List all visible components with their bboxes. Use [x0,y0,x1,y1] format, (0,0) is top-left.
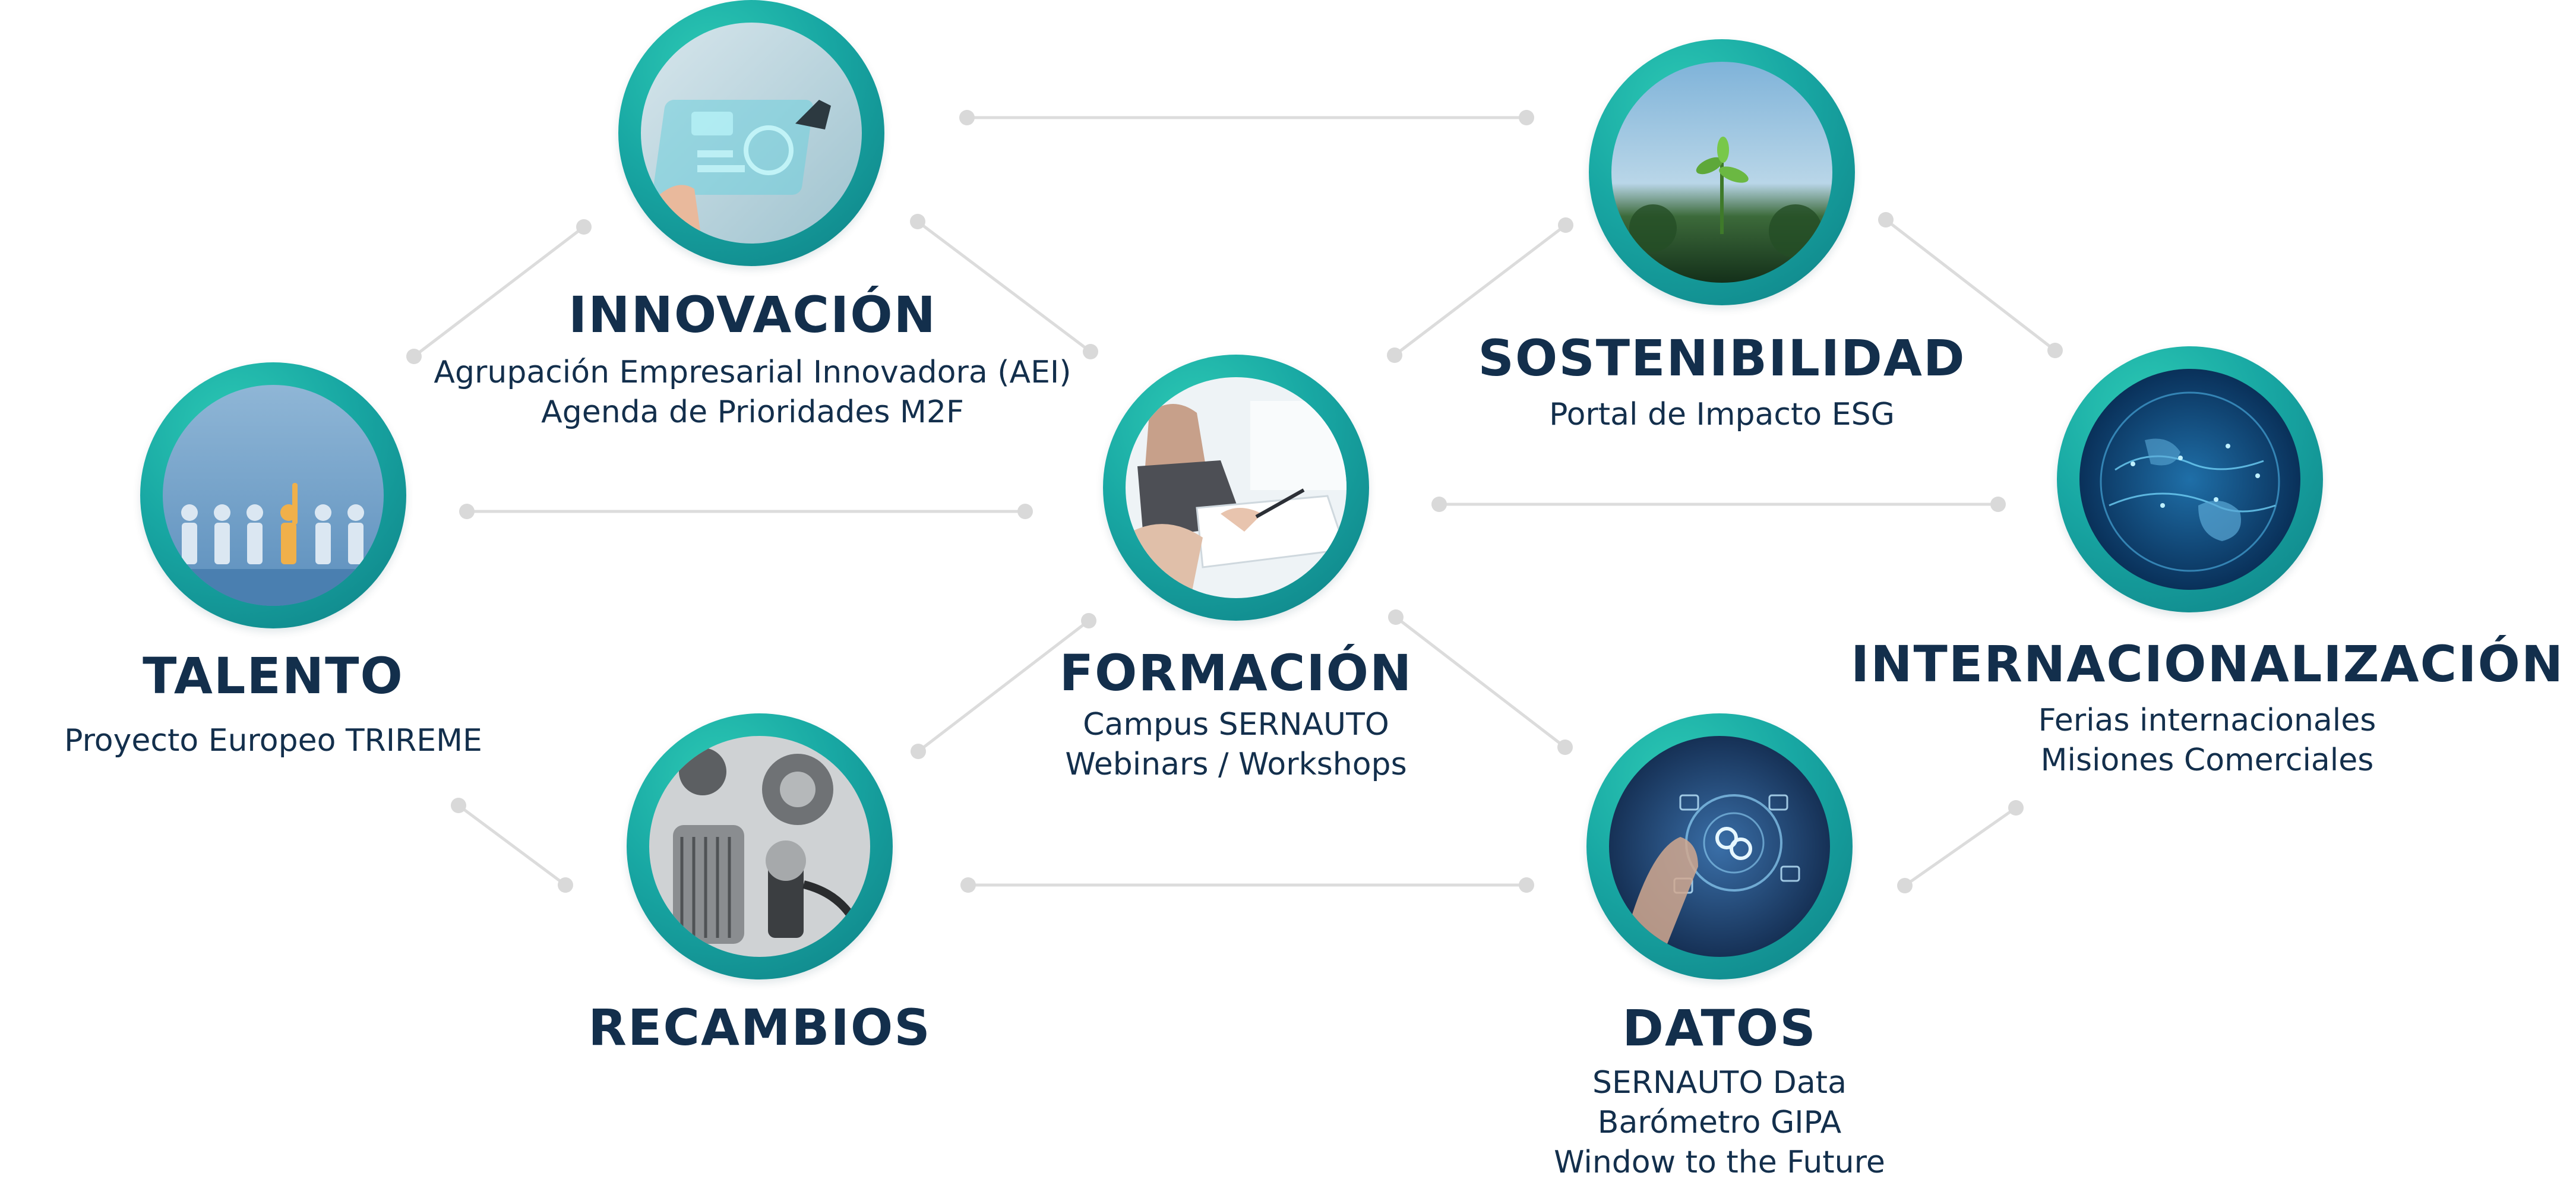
connector-dot [1387,347,1402,363]
plant-sprout-image [1611,62,1832,283]
raised-hand-figure-image [163,385,384,606]
connector-dot [459,504,475,519]
talento-badge [140,362,406,628]
sostenibilidad-line-1: Portal de Impacto ESG [1549,397,1895,432]
connector-dot [406,349,422,364]
internacionalizacion-title: INTERNACIONALIZACIÓN [1851,635,2565,693]
connector-dot [959,110,975,125]
formacion-badge [1103,355,1369,621]
datos-title: DATOS [1622,999,1817,1057]
datos-badge [1586,713,1853,979]
connector-dot [2008,800,2024,816]
connector-dot [1388,609,1404,625]
formacion-title: FORMACIÓN [1059,644,1413,702]
datos-line-3: Window to the Future [1554,1145,1885,1180]
internacionalizacion-badge [2057,346,2323,612]
connector-formacion-recambios [917,620,1090,753]
innovacion-badge [618,0,884,266]
sostenibilidad-badge [1589,39,1855,305]
connector-dot [1519,877,1534,893]
connector-dot [910,214,925,229]
connector-dot [1557,740,1573,755]
datos-line-2: Barómetro GIPA [1597,1105,1842,1140]
connector-dot [1083,344,1098,359]
connector-sostenibilidad-internacionalizacion [1885,219,2056,352]
connector-datos-internacionalizacion [1904,806,2017,887]
internacionalizacion-line-2: Misiones Comerciales [2040,742,2374,778]
connector-innovacion-talento [413,226,585,358]
connector-dot [911,744,926,759]
connector-dot [1878,212,1894,227]
talento-line-1: Proyecto Europeo TRIREME [64,723,482,759]
recambios-badge [627,713,893,979]
formacion-line-2: Webinars / Workshops [1065,747,1407,782]
talento-title: TALENTO [143,647,404,705]
connector-dot [960,877,976,893]
connector-dot [1990,497,2006,512]
connector-dot [1558,217,1573,233]
connector-dot [1897,878,1913,893]
innovacion-line-2: Agenda de Prioridades M2F [541,394,964,430]
connector-dot [451,798,466,813]
connector-dot [558,877,573,893]
connector-formacion-sostenibilidad [1393,224,1567,356]
data-interface-image [1609,736,1830,957]
connector-dot [1431,497,1447,512]
formacion-line-1: Campus SERNAUTO [1083,707,1389,742]
datos-line-1: SERNAUTO Data [1592,1065,1847,1101]
car-parts-image [649,736,870,957]
touchscreen-hand-image [641,23,862,244]
innovacion-line-1: Agrupación Empresarial Innovadora (AEI) [434,355,1072,390]
connector-dot [2047,343,2063,358]
connector-dot [1081,613,1096,628]
connector-dot [1519,110,1534,125]
network-globe-image [2079,369,2300,590]
connector-dot [576,219,592,235]
writing-notes-image [1126,377,1347,598]
connector-talento-recambios [457,804,567,887]
recambios-title: RECAMBIOS [588,998,931,1057]
innovacion-title: INNOVACIÓN [568,286,937,344]
connector-dot [1017,504,1033,519]
sostenibilidad-title: SOSTENIBILIDAD [1478,329,1966,387]
connector-formacion-datos [1395,616,1566,748]
connector-innovacion-formacion [916,220,1092,353]
internacionalizacion-line-1: Ferias internacionales [2038,703,2376,738]
